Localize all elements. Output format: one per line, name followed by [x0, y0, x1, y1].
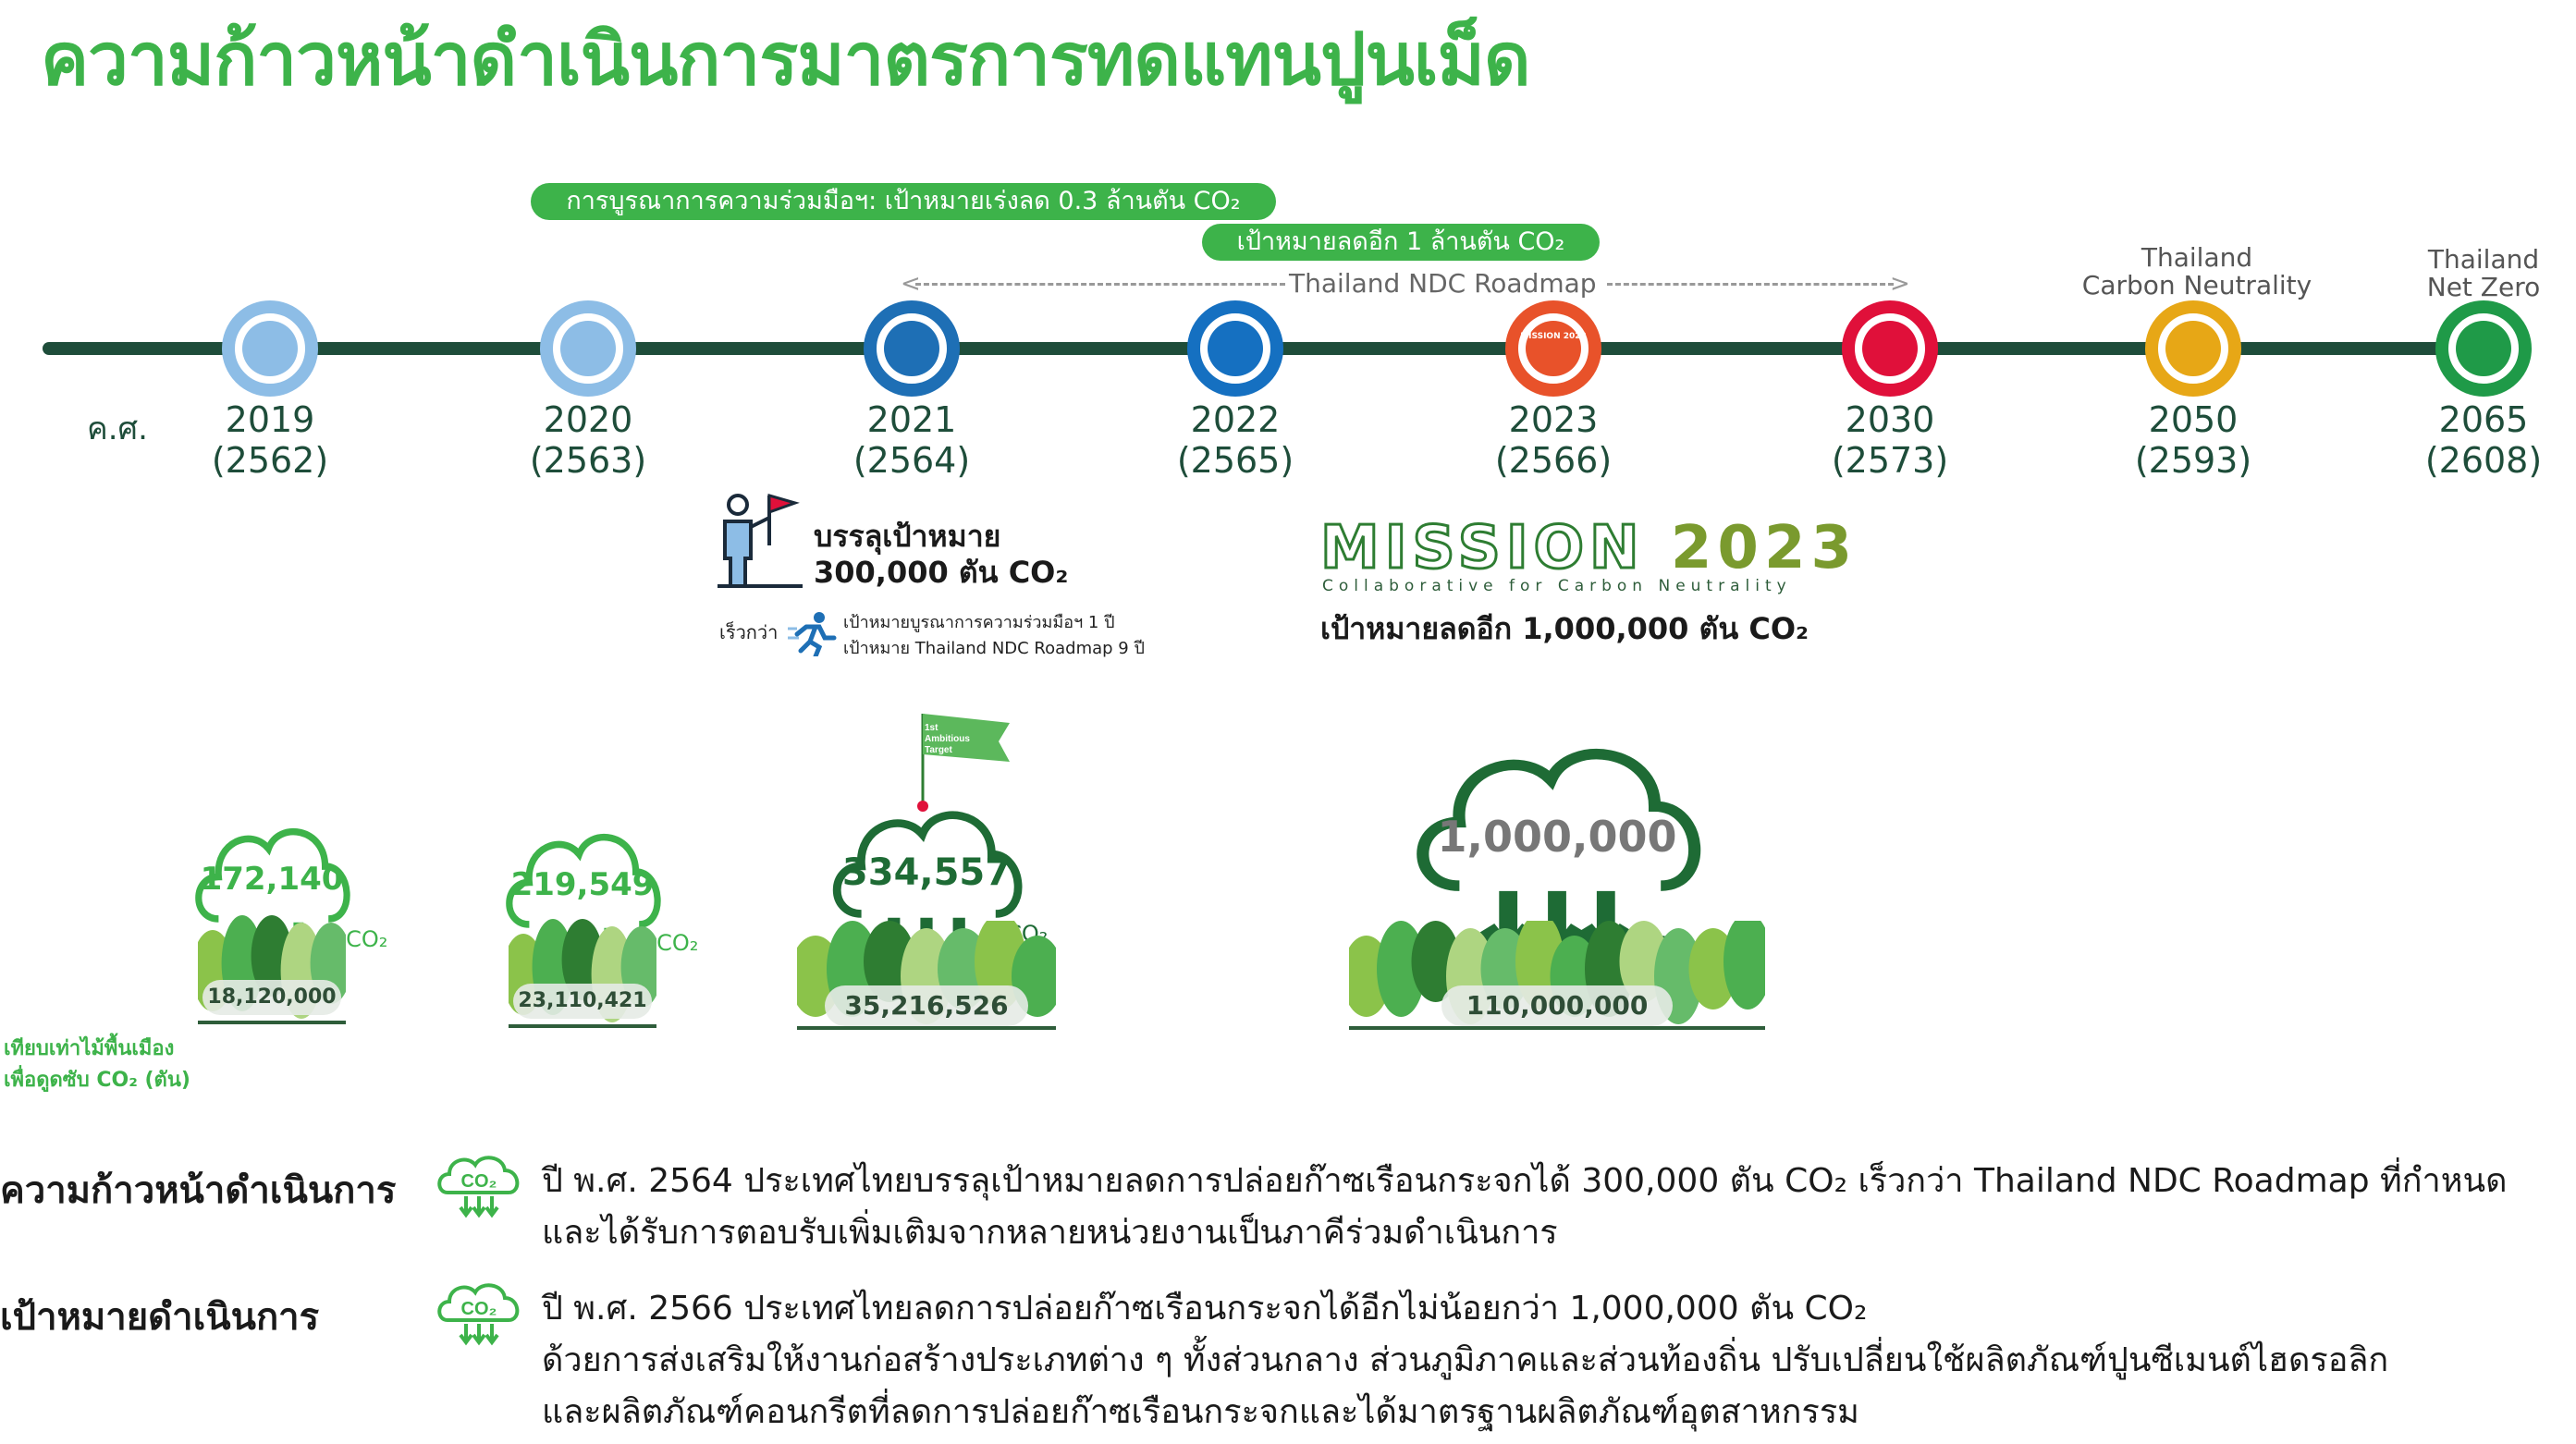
timeline-year: 2020 [543, 399, 633, 440]
timeline-node-2050 [2145, 300, 2241, 397]
timeline-node-core [2165, 321, 2221, 376]
progress-heading: ความก้าวหน้าดำเนินการ [0, 1169, 397, 1212]
faster-line2: เป้าหมาย Thailand NDC Roadmap 9 ปี [843, 639, 1145, 658]
timeline-node-2065 [2435, 300, 2532, 397]
trees-equivalent-label: เทียบเท่าไม้พื้นเมือง เพื่อดูดซับ CO₂ (ต… [4, 1037, 190, 1092]
roadmap-arrow-left-icon: < [901, 270, 921, 298]
svg-text:CO₂: CO₂ [461, 1299, 497, 1319]
timeline-year-be: (2608) [2424, 440, 2543, 481]
timeline-year: 2050 [2148, 399, 2239, 440]
timeline-node-core [884, 321, 939, 376]
milestone-carbon-neutrality: Thailand Carbon Neutrality [2081, 242, 2312, 300]
roadmap-dash-left [915, 283, 1285, 286]
roadmap-dash-right [1607, 283, 1894, 286]
co2-reduction-icon: CO₂ [435, 1152, 523, 1230]
timeline-node-2019 [222, 300, 318, 397]
timeline-year: 2023 [1508, 399, 1599, 440]
timeline-year-be: (2593) [2134, 440, 2252, 481]
running-icon [788, 610, 838, 660]
flag-line3: Target [925, 745, 952, 755]
mission-badge: MISSION 2023 [1520, 332, 1587, 341]
mission-subtitle: Collaborative for Carbon Neutrality [1322, 577, 1792, 595]
timeline-year-be: (2565) [1176, 440, 1294, 481]
milestone-net-zero: Thailand Net Zero [2426, 244, 2541, 302]
target-line2: ด้วยการส่งเสริมให้งานก่อสร้างประเภทต่าง … [542, 1341, 2389, 1379]
trees-value: 35,216,526 [825, 985, 1028, 1026]
reduction-value: 219,549 [510, 866, 655, 904]
target-line3: และผลิตภัณฑ์คอนกรีตที่ลดการปล่อยก๊าซเรือ… [542, 1393, 1859, 1431]
timeline-node-core [242, 321, 298, 376]
ground-line [1349, 1026, 1765, 1030]
integration-target-pill: การบูรณาการความร่วมมือฯ: เป้าหมายเร่งลด … [531, 183, 1276, 220]
progress-line1: ปี พ.ศ. 2564 ประเทศไทยบรรลุเป้าหมายลดการ… [542, 1162, 2508, 1200]
timeline-year-be: (2563) [529, 440, 647, 481]
timeline-node-core [1862, 321, 1918, 376]
ambitious-target-flag-icon: 1st Ambitious Target [910, 710, 1013, 815]
achieved-line1: บรรลุเป้าหมาย [814, 519, 1001, 554]
achieved-line2: 300,000 ตัน CO₂ [814, 555, 1069, 590]
target-heading: เป้าหมายดำเนินการ [0, 1296, 320, 1339]
flag-line2: Ambitious [925, 734, 970, 744]
timeline-node-core [2456, 321, 2511, 376]
timeline-year: 2022 [1190, 399, 1281, 440]
timeline-year-be: (2573) [1831, 440, 1949, 481]
timeline-node-core [1208, 321, 1263, 376]
co2-reduction-icon: CO₂ [435, 1279, 523, 1357]
timeline-node-2021 [864, 300, 960, 397]
timeline-node-2023: MISSION 2023 [1505, 300, 1601, 397]
target-line1: ปี พ.ศ. 2566 ประเทศไทยลดการปล่อยก๊าซเรือ… [542, 1290, 1868, 1328]
page-title: ความก้าวหน้าดำเนินการมาตรการทดแทนปูนเม็ด [41, 18, 1531, 102]
timeline-year-be: (2566) [1494, 440, 1613, 481]
timeline-year-be: (2562) [211, 440, 329, 481]
timeline-year-be: (2564) [853, 440, 971, 481]
trees-value: 18,120,000 [202, 980, 341, 1015]
timeline-year: 2019 [225, 399, 315, 440]
timeline-year: 2065 [2438, 399, 2529, 440]
mission-2023-logo: MISSION 2023 [1319, 513, 1858, 584]
reduction-value: 334,557 [841, 851, 1012, 895]
timeline-node-2022 [1187, 300, 1283, 397]
ground-line [797, 1026, 1056, 1030]
ground-line [509, 1024, 656, 1028]
trees-value: 110,000,000 [1441, 985, 1673, 1026]
reduction-value: 1,000,000 [1437, 812, 1677, 863]
timeline-node-2030 [1842, 300, 1938, 397]
roadmap-arrow-right-icon: > [1890, 270, 1910, 298]
timeline-year: 2030 [1845, 399, 1935, 440]
timeline-node-core [560, 321, 616, 376]
extra-target-pill: เป้าหมายลดอีก 1 ล้านตัน CO₂ [1202, 224, 1600, 261]
mission-target: เป้าหมายลดอีก 1,000,000 ตัน CO₂ [1320, 611, 1809, 646]
roadmap-label: Thailand NDC Roadmap [1289, 268, 1597, 299]
ground-line [198, 1021, 346, 1024]
faster-label: เร็วกว่า [719, 621, 779, 643]
era-label: ค.ศ. [87, 410, 148, 447]
trees-value: 23,110,421 [513, 984, 652, 1019]
timeline-node-core [1526, 321, 1581, 376]
reduction-value: 172,140 [200, 861, 344, 899]
svg-text:CO₂: CO₂ [461, 1171, 497, 1192]
faster-line1: เป้าหมายบูรณาการความร่วมมือฯ 1 ปี [843, 613, 1115, 632]
timeline-node-2020 [540, 300, 636, 397]
person-flag-icon [718, 490, 803, 594]
flag-line1: 1st [925, 723, 938, 733]
timeline-year: 2021 [866, 399, 957, 440]
progress-line2: และได้รับการตอบรับเพิ่มเติมจากหลายหน่วยง… [542, 1214, 1558, 1252]
